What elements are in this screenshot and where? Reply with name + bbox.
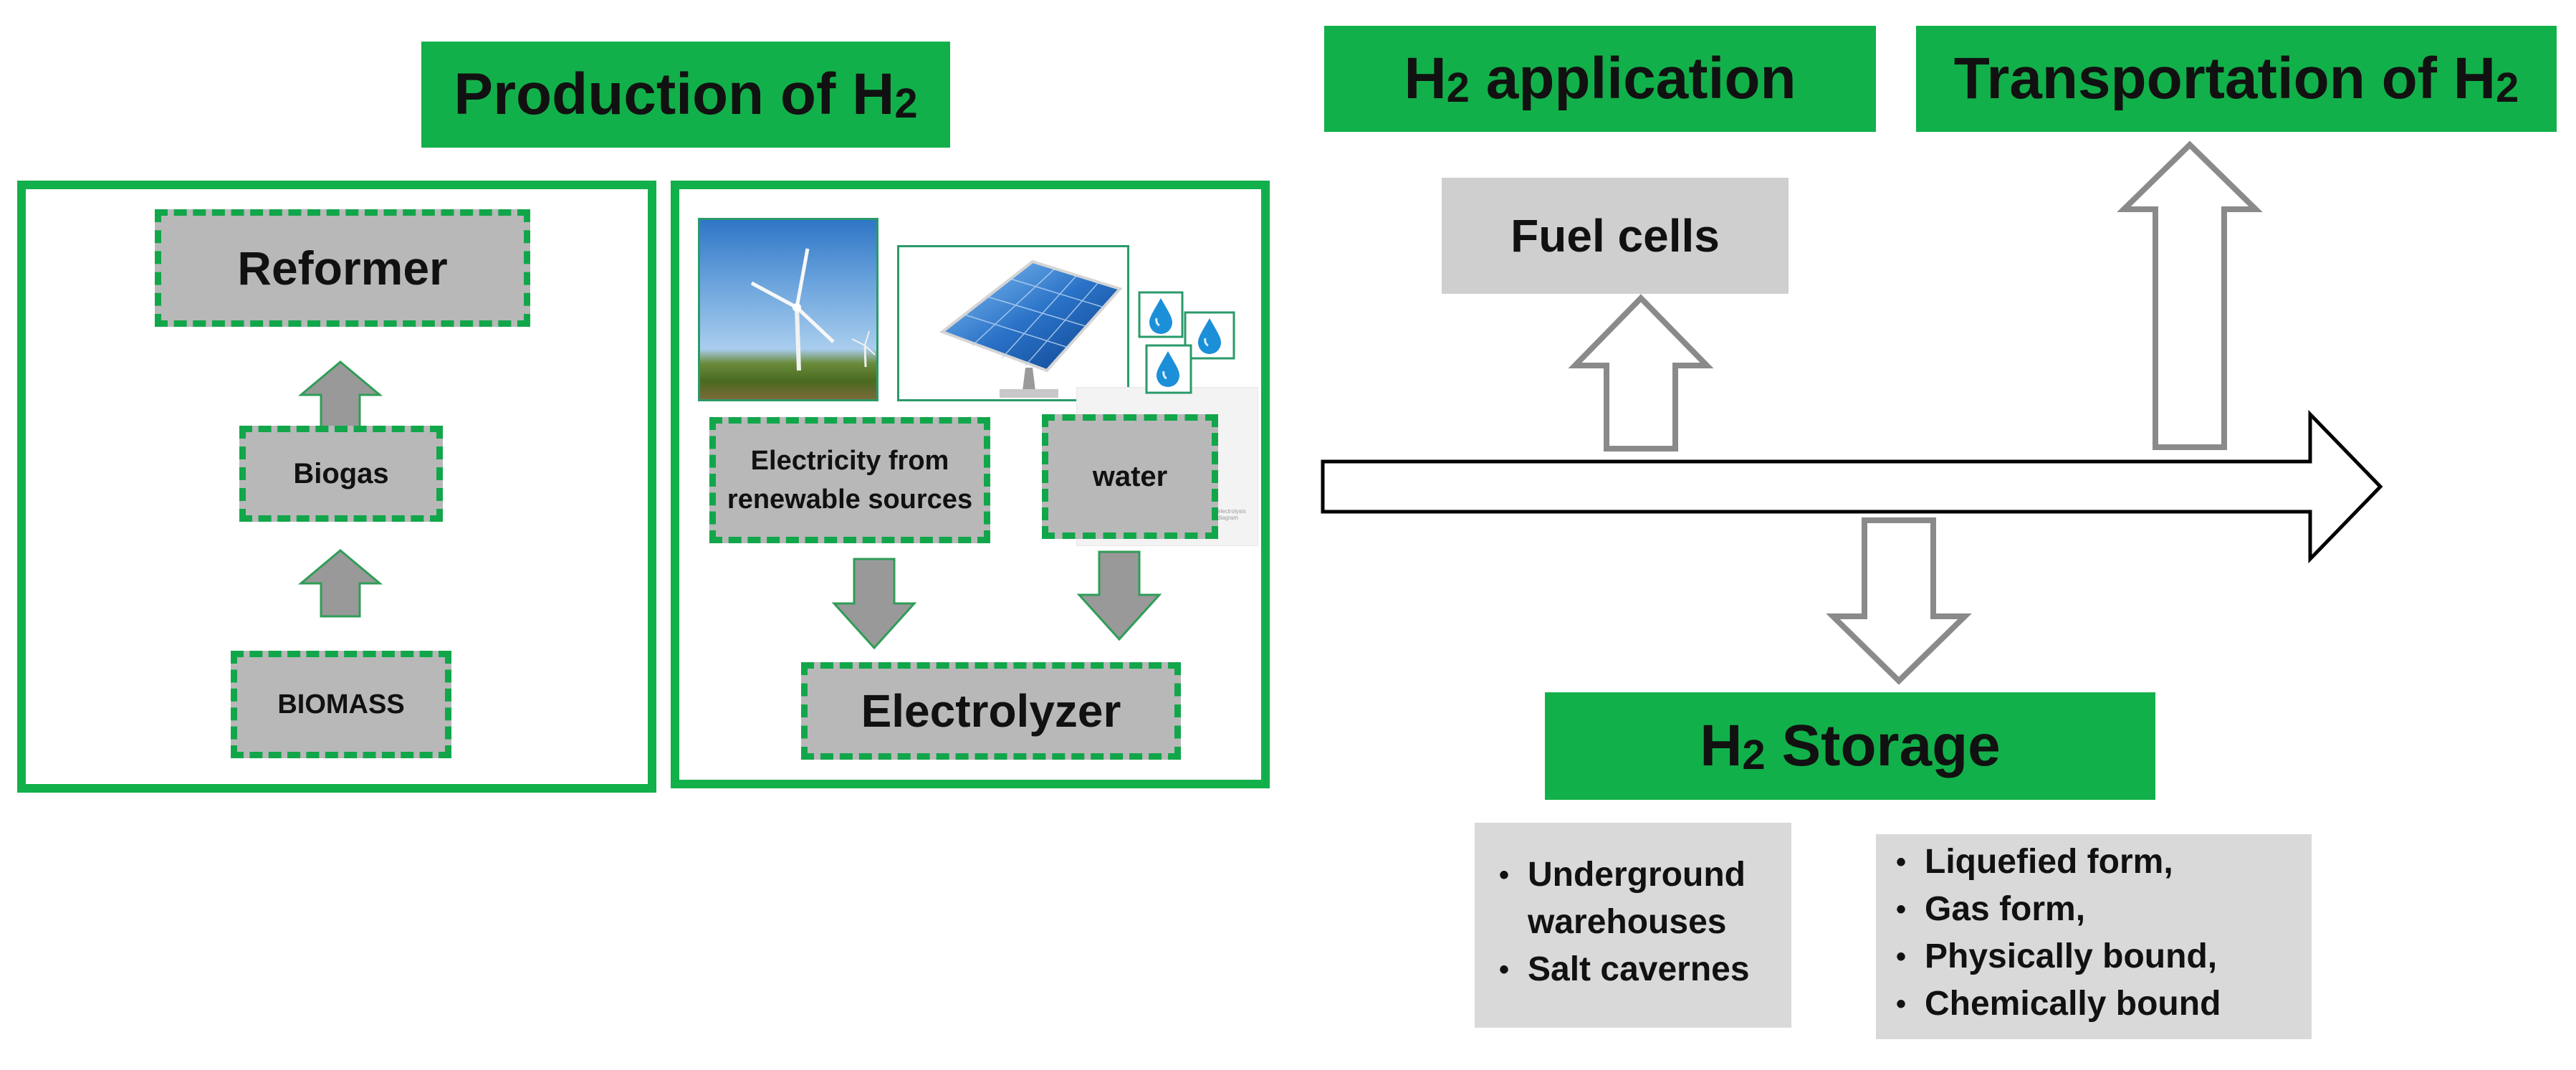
biomass-box: BIOMASS: [231, 651, 451, 758]
arrow-down-to-storage: [1826, 517, 1972, 685]
electrolyzer-label: Electrolyzer: [861, 685, 1121, 737]
list-item: Physically bound,: [1896, 933, 2304, 980]
transportation-title-text: Transportation of H: [1953, 46, 2496, 111]
water-label: water: [1092, 460, 1168, 492]
solar-panel-image: [897, 245, 1129, 401]
water-box: water: [1042, 414, 1218, 539]
storage-forms-box: Liquefied form, Gas form, Physically bou…: [1876, 834, 2312, 1039]
arrow-up-to-fuel-cells: [1568, 294, 1714, 452]
list-item: Gas form,: [1896, 886, 2304, 933]
storage-locations-list: Underground warehouses Salt cavernes: [1499, 851, 1784, 993]
fuel-cells-box: Fuel cells: [1442, 178, 1789, 294]
water-drops-icon: [1138, 291, 1235, 394]
biogas-label: Biogas: [293, 457, 389, 489]
fuel-cells-label: Fuel cells: [1510, 210, 1720, 262]
biogas-box: Biogas: [239, 426, 443, 522]
arrow-up-to-transportation: [2117, 140, 2263, 450]
storage-title-rest: Storage: [1765, 713, 2001, 778]
arrow-up-biomass-to-biogas: [297, 549, 383, 618]
storage-title-sub: 2: [1742, 732, 1766, 779]
application-title-rest: application: [1469, 46, 1796, 111]
biomass-label: BIOMASS: [277, 689, 405, 720]
storage-forms-list: Liquefied form, Gas form, Physically bou…: [1896, 839, 2304, 1028]
electricity-box: Electricity from renewable sources: [709, 417, 990, 543]
application-title-sub: 2: [1446, 65, 1470, 112]
reformer-box: Reformer: [155, 209, 530, 327]
list-item: Liquefied form,: [1896, 839, 2304, 886]
storage-title-h: H: [1700, 713, 1743, 778]
storage-locations-box: Underground warehouses Salt cavernes: [1475, 823, 1791, 1028]
turbine-icon: [750, 248, 876, 371]
electricity-label: Electricity from renewable sources: [727, 446, 973, 515]
arrow-down-water-to-electrolyzer: [1076, 550, 1162, 641]
main-process-arrow: [1321, 409, 2383, 564]
list-item: Salt cavernes: [1499, 946, 1784, 993]
arrow-up-biogas-to-reformer: [297, 360, 383, 429]
production-title-sub: 2: [894, 80, 918, 128]
faint-diagram-text: electrolysis diagram: [1217, 508, 1246, 521]
application-title-h: H: [1404, 46, 1447, 111]
list-item: Underground warehouses: [1499, 851, 1784, 946]
electrolyzer-box: Electrolyzer: [801, 662, 1181, 760]
list-item: Chemically bound: [1896, 980, 2304, 1028]
transportation-title-sub: 2: [2495, 65, 2519, 112]
production-title-text: Production of H: [454, 62, 895, 127]
reformer-label: Reformer: [237, 242, 448, 295]
wind-turbine-image: [698, 218, 878, 401]
arrow-down-electricity-to-electrolyzer: [831, 558, 917, 650]
solar-panel-icon: [939, 259, 1123, 398]
